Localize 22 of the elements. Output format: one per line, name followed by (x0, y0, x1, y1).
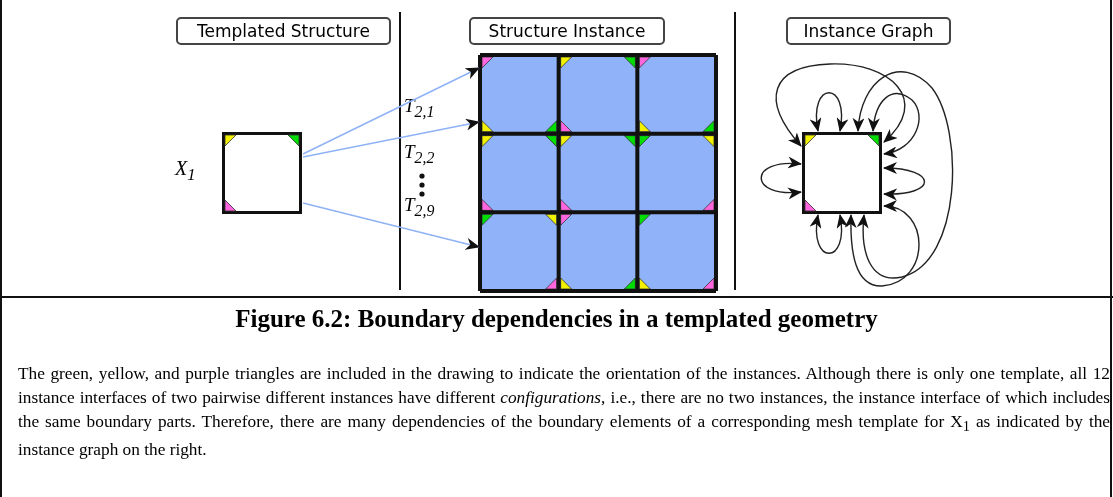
figure-caption: The green, yellow, and purple triangles are included in the drawing to indicate the orientation of the instances. Although there is only one template, all 12 instance interfaces of two pairwise different instances have different configurations, i.e., there are no two instances, the instance interface of which includes the same boundary parts. Therefore, there are many dependencies of the boundary elements of a corresponding mesh template for X$_{1}$ as indicated by the instance graph on the right. (18, 363, 1110, 462)
math-label: T$_{2,9}$ (404, 194, 435, 220)
self-loop-arrow (883, 162, 926, 200)
panel-heading: Templated Structure (176, 17, 391, 45)
arrow (302, 202, 480, 250)
instance-square (802, 132, 882, 214)
self-loop-arrow (868, 93, 920, 158)
self-loop-arrow (760, 157, 802, 199)
figure-title: Figure 6.2: Boundary dependencies in a templated geometry (235, 305, 878, 332)
self-loop-arrow (844, 201, 920, 287)
self-loop-arrow (853, 71, 954, 279)
self-loop-arrow (810, 92, 848, 132)
arrow (302, 118, 480, 158)
self-loop-arrow (810, 214, 848, 254)
self-loop-arrow (775, 63, 906, 147)
math-label: T$_{2,2}$ (404, 141, 435, 167)
tile-grid (480, 55, 716, 291)
template-square (222, 132, 302, 214)
panel-heading: Structure Instance (469, 17, 665, 45)
panel-heading: Instance Graph (786, 17, 951, 45)
arrow (302, 67, 480, 155)
node-label: X$_{1}$ (175, 157, 196, 185)
